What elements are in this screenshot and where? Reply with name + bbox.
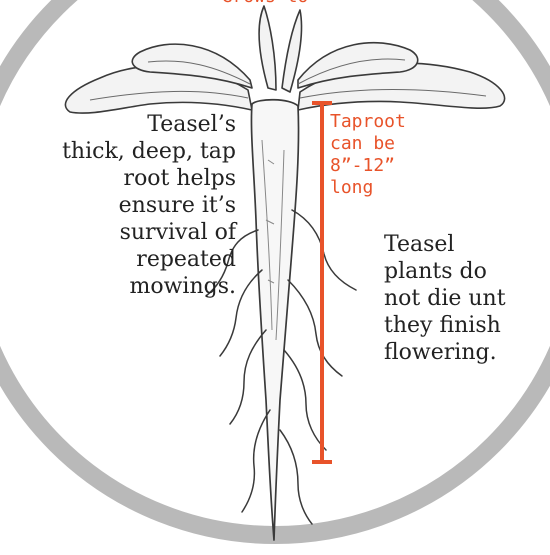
caption-left: Teasel’s thick, deep, tap root helps ens…	[0, 111, 236, 300]
root-left-3	[230, 330, 266, 424]
length-note-line: can be	[330, 133, 406, 155]
top-caption: Grows to	[190, 0, 340, 8]
caption-left-line: Teasel’s	[0, 111, 236, 138]
caption-right-line: flowering.	[384, 339, 550, 366]
root-left-4	[242, 410, 270, 512]
caption-left-line: root helps	[0, 165, 236, 192]
caption-left-line: survival of	[0, 219, 236, 246]
caption-right-line: not die unt	[384, 285, 550, 312]
leaf-rosette-icon	[65, 6, 504, 113]
caption-left-line: mowings.	[0, 273, 236, 300]
taproot-length-note: Taproot can be 8”-12” long	[330, 111, 406, 199]
length-note-line: 8”-12”	[330, 155, 406, 177]
root-right-2	[288, 280, 342, 376]
caption-left-line: repeated	[0, 246, 236, 273]
length-note-line: long	[330, 177, 406, 199]
caption-left-line: thick, deep, tap	[0, 138, 236, 165]
measurement-bar	[312, 103, 332, 462]
caption-right-line: plants do	[384, 258, 550, 285]
caption-left-line: ensure it’s	[0, 192, 236, 219]
caption-right-line: they finish	[384, 312, 550, 339]
root-right-3	[284, 350, 326, 450]
taproot-body	[251, 100, 298, 540]
caption-right-line: Teasel	[384, 231, 550, 258]
root-right-4	[280, 430, 312, 524]
taproot-icon	[251, 100, 298, 540]
center-leaf-left	[259, 6, 276, 90]
length-note-line: Taproot	[330, 111, 406, 133]
caption-right: Teasel plants do not die unt they finish…	[384, 231, 550, 366]
